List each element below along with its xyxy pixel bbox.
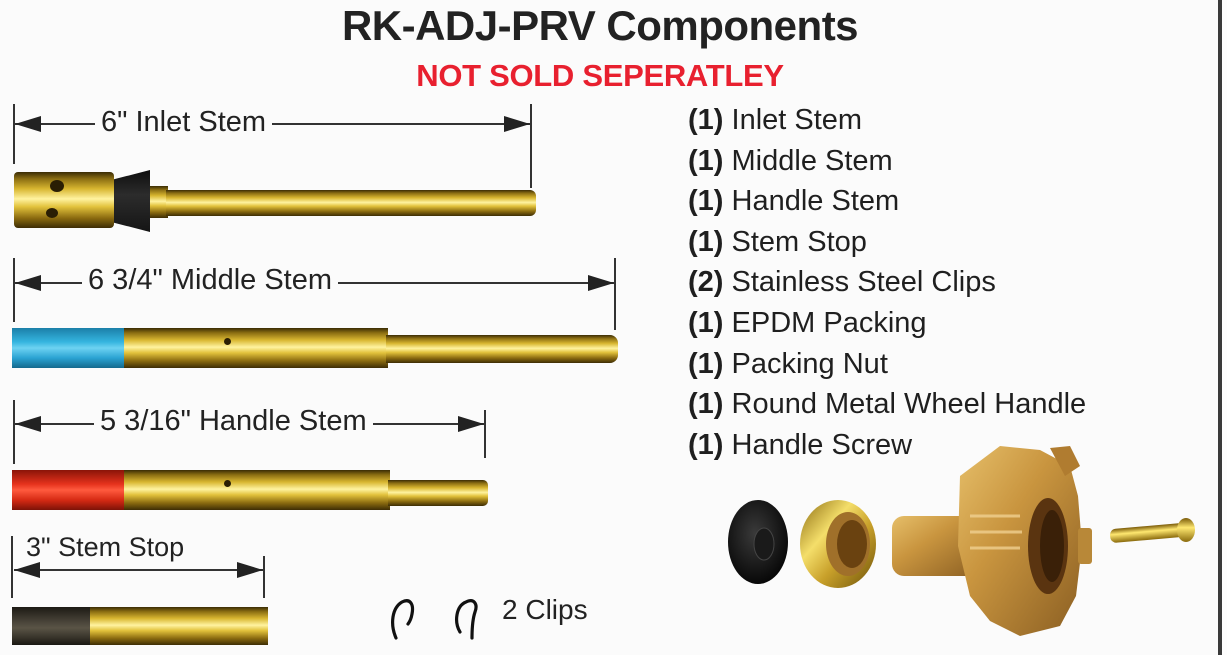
arrow-right-icon: [237, 562, 263, 578]
wheel-handle-icon: [892, 446, 1092, 636]
list-item: (1) EPDM Packing: [688, 306, 927, 339]
clips-label: 2 Clips: [502, 594, 588, 625]
arrow-left-icon: [15, 116, 41, 132]
stem-stop-image: [12, 607, 268, 645]
dimension-tick-right: [530, 104, 532, 188]
list-item: (1) Handle Screw: [688, 428, 913, 461]
dimension-label: 5 3/16" Handle Stem: [94, 405, 373, 438]
arrow-right-icon: [458, 416, 484, 432]
dimension-tick-right: [614, 258, 616, 330]
arrow-left-icon: [14, 562, 40, 578]
arrow-left-icon: [15, 416, 41, 432]
inlet-stem-image: [14, 168, 539, 234]
dimension-tick-left: [11, 536, 13, 598]
dimension-tick-left: [13, 258, 15, 322]
page-title: RK-ADJ-PRV Components: [341, 2, 859, 49]
dimension-tick-right: [263, 556, 265, 598]
dimension-tick-left: [13, 104, 15, 164]
list-item: (1) Middle Stem: [688, 144, 893, 177]
dimension-line: [15, 123, 530, 125]
dimension-label: 3" Stem Stop: [26, 532, 185, 562]
frame-edge: [1222, 0, 1227, 655]
handle-stem-image: [12, 470, 492, 510]
list-item: (1) Round Metal Wheel Handle: [688, 388, 1087, 421]
handle-screw-icon: [1110, 518, 1195, 543]
dimension-label: 6" Inlet Stem: [95, 106, 273, 139]
clip-icon: [391, 599, 415, 640]
list-item: (2) Stainless Steel Clips: [688, 266, 996, 299]
not-sold-separately-notice: NOT SOLD SEPERATLEY: [416, 58, 784, 93]
parts-list: (1) Inlet Stem (1) Middle Stem (1) Handl…: [688, 100, 1086, 465]
dimension-tick-right: [484, 410, 486, 458]
handle-assembly-image: [728, 446, 1195, 636]
middle-stem-image: [12, 328, 620, 368]
frame-border: [1218, 0, 1222, 655]
packing-nut-icon: [800, 500, 876, 588]
list-item: (1) Handle Stem: [688, 185, 900, 218]
dimension-label: 6 3/4" Middle Stem: [82, 264, 339, 297]
clip-icon: [455, 599, 478, 640]
arrow-left-icon: [15, 275, 41, 291]
dimension-tick-left: [13, 400, 15, 464]
epdm-packing-icon: [728, 500, 788, 584]
list-item: (1) Packing Nut: [688, 347, 888, 380]
arrow-right-icon: [504, 116, 530, 132]
arrow-right-icon: [588, 275, 614, 291]
list-item: (1) Stem Stop: [688, 225, 867, 258]
dimension-line: [14, 569, 264, 571]
list-item: (1) Inlet Stem: [688, 104, 863, 136]
